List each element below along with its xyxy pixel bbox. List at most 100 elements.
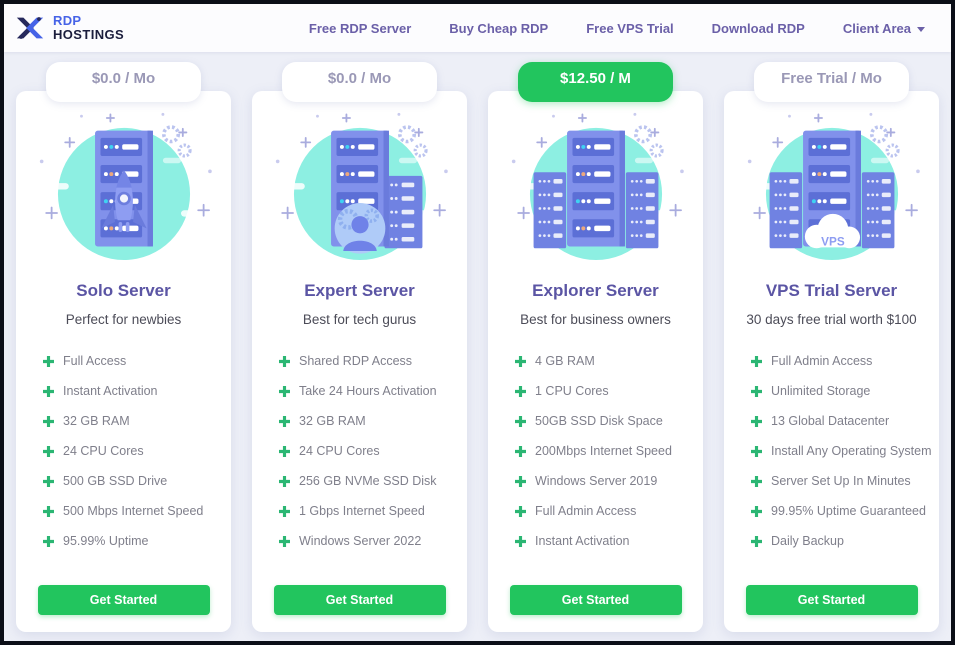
plan-tagline: Best for tech gurus [302, 312, 417, 327]
plan-card: VPS VPS Trial Server 30 days free trial … [724, 91, 939, 632]
main-nav: Free RDP Server Buy Cheap RDP Free VPS T… [309, 21, 925, 36]
plan-tagline: 30 days free trial worth $100 [746, 312, 917, 327]
feature-item: 1 CPU Cores [515, 384, 693, 398]
gear-icons [633, 125, 664, 158]
plus-decorations [44, 113, 210, 220]
feature-item: Daily Backup [751, 534, 929, 548]
feature-label: Daily Backup [771, 534, 844, 548]
feature-label: Instant Activation [535, 534, 630, 548]
plus-icon [43, 535, 54, 547]
plan-card: Explorer Server Best for business owners… [488, 91, 703, 632]
server-illustration [39, 112, 212, 261]
features-list: Full Access Instant Activation 32 GB RAM [16, 354, 231, 564]
feature-label: 500 Mbps Internet Speed [63, 504, 204, 518]
feature-item: 50GB SSD Disk Space [515, 414, 693, 428]
plan-illustration [501, 103, 691, 275]
price-label: $0.0 / Mo [91, 69, 156, 87]
feature-label: Full Admin Access [771, 354, 873, 368]
pricing-section: $0.0 / Mo [4, 52, 951, 641]
get-started-button[interactable]: Get Started [509, 585, 682, 615]
nav-item-label: Client Area [842, 20, 911, 36]
side-servers [769, 172, 894, 249]
plan-column-expert-server: $0.0 / Mo [252, 62, 467, 632]
feature-item: 1 Gbps Internet Speed [279, 504, 457, 518]
plus-icon [751, 505, 762, 517]
feature-label: 200Mbps Internet Speed [535, 444, 672, 458]
feature-label: 4 GB RAM [535, 354, 595, 368]
nav-item-free-vps-trial[interactable]: Free VPS Trial [586, 21, 673, 36]
vps-cloud-label: VPS [821, 236, 845, 249]
feature-label: 95.99% Uptime [63, 534, 149, 548]
plan-column-solo-server: $0.0 / Mo [16, 62, 231, 632]
side-servers [533, 172, 658, 249]
feature-label: 24 CPU Cores [299, 444, 380, 458]
nav-item-label: Download RDP [711, 20, 805, 36]
plan-name: Solo Server [76, 281, 171, 300]
server-illustration [511, 112, 684, 261]
plus-icon [751, 535, 762, 547]
gear-icons [161, 125, 192, 158]
features-list: 4 GB RAM 1 CPU Cores 50GB SSD Disk Space [488, 354, 703, 564]
nav-item-client-area[interactable]: Client Area [843, 21, 925, 36]
plus-decorations [752, 113, 918, 220]
feature-label: Full Admin Access [535, 504, 637, 518]
plus-icon [43, 445, 54, 457]
plus-icon [751, 385, 762, 397]
rocket-icon [100, 170, 147, 232]
plan-name: Explorer Server [532, 281, 659, 300]
dot-decorations [511, 112, 684, 174]
feature-label: Instant Activation [63, 384, 158, 398]
gear-icons [869, 125, 900, 158]
server-illustration: VPS [747, 112, 920, 261]
plan-name: Expert Server [304, 281, 415, 300]
plus-icon [279, 385, 290, 397]
plus-icon [43, 385, 54, 397]
plus-icon [279, 475, 290, 487]
server-illustration [275, 112, 448, 261]
feature-label: Full Access [63, 354, 127, 368]
navbar: RDP HOSTINGS Free RDP Server Buy Cheap R… [4, 4, 951, 52]
plan-illustration [29, 103, 219, 275]
cta-row: Get Started [724, 585, 939, 632]
get-started-button[interactable]: Get Started [37, 585, 210, 615]
feature-item: 500 GB SSD Drive [43, 474, 221, 488]
feature-label: 24 CPU Cores [63, 444, 144, 458]
dot-decorations [39, 112, 212, 174]
get-started-button[interactable]: Get Started [745, 585, 918, 615]
features-list: Full Admin Access Unlimited Storage 13 G… [724, 354, 939, 564]
nav-item-label: Free VPS Trial [586, 20, 674, 36]
feature-item: Take 24 Hours Activation [279, 384, 457, 398]
get-started-button[interactable]: Get Started [273, 585, 446, 615]
feature-item: 99.95% Uptime Guaranteed [751, 504, 929, 518]
price-label: $12.50 / M [560, 69, 631, 87]
feature-item: Full Access [43, 354, 221, 368]
gear-icons [397, 125, 428, 158]
logo-text: RDP HOSTINGS [53, 14, 124, 41]
feature-item: 24 CPU Cores [43, 444, 221, 458]
plus-icon [279, 445, 290, 457]
secondary-server [383, 175, 422, 249]
plus-icon [515, 445, 526, 457]
price-tab: Free Trial / Mo [754, 62, 909, 102]
feature-label: Windows Server 2019 [535, 474, 658, 488]
plus-icon [515, 535, 526, 547]
feature-label: 50GB SSD Disk Space [535, 414, 663, 428]
support-person-icon [334, 203, 385, 254]
logo[interactable]: RDP HOSTINGS [14, 12, 124, 44]
plus-icon [515, 505, 526, 517]
nav-item-download-rdp[interactable]: Download RDP [712, 21, 805, 36]
feature-label: Server Set Up In Minutes [771, 474, 911, 488]
feature-label: 32 GB RAM [63, 414, 130, 428]
feature-item: 4 GB RAM [515, 354, 693, 368]
plan-tagline: Best for business owners [520, 312, 671, 327]
nav-item-free-rdp-server[interactable]: Free RDP Server [309, 21, 411, 36]
feature-label: Shared RDP Access [299, 354, 413, 368]
plus-icon [751, 445, 762, 457]
dot-decorations [275, 112, 448, 174]
plus-icon [515, 385, 526, 397]
nav-item-buy-cheap-rdp[interactable]: Buy Cheap RDP [449, 21, 548, 36]
vps-cloud-icon: VPS [804, 213, 860, 249]
plan-illustration [265, 103, 455, 275]
feature-item: Unlimited Storage [751, 384, 929, 398]
